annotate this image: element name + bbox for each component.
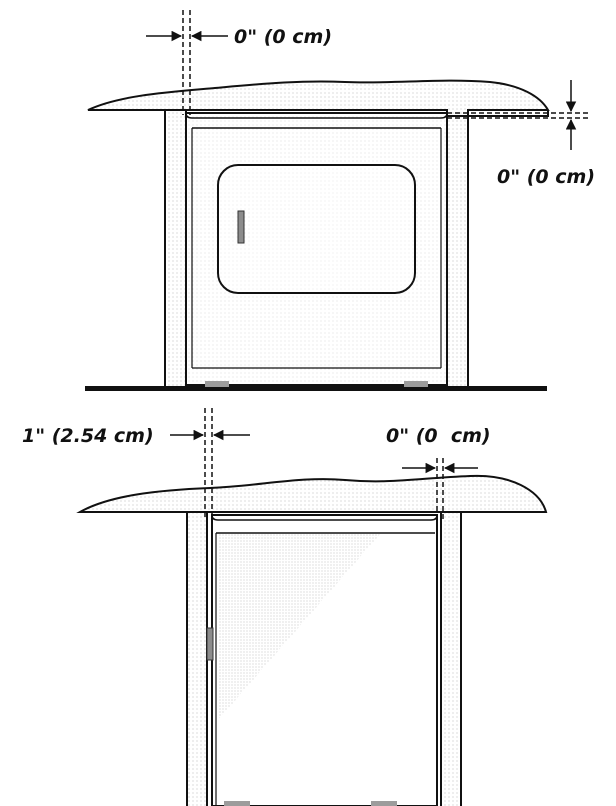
front-clearance-label: 0" (0 cm) — [386, 425, 491, 447]
top-clearance-label: 0" (0 cm) — [497, 166, 595, 188]
rear-clearance-marker — [170, 408, 250, 520]
door-handle — [237, 210, 245, 244]
side-right-wall — [440, 512, 462, 806]
side-foot-right — [371, 801, 397, 806]
right-cabinet-wall — [446, 116, 469, 387]
side-foot-left — [224, 801, 250, 806]
top-clearance-marker — [447, 80, 588, 150]
rear-clearance-label: 1" (2.54 cm) — [22, 425, 154, 447]
dryer-front — [185, 112, 448, 387]
floor-line — [85, 386, 547, 391]
side-clearance-label: 0" (0 cm) — [234, 26, 332, 48]
dryer-side — [206, 514, 438, 806]
dryer-foot-right — [404, 381, 428, 387]
side-clearance-marker — [146, 10, 228, 115]
side-left-wall — [186, 512, 208, 806]
side-view: 1" (2.54 cm) 0" (0 cm) — [22, 408, 548, 806]
front-view: 0" (0 cm) 0" (0 cm) — [85, 10, 595, 391]
dryer-foot-left — [205, 381, 229, 387]
front-clearance-marker — [402, 458, 478, 520]
side-countertop — [76, 474, 548, 513]
left-cabinet-wall — [164, 110, 187, 387]
side-handle — [206, 627, 214, 661]
